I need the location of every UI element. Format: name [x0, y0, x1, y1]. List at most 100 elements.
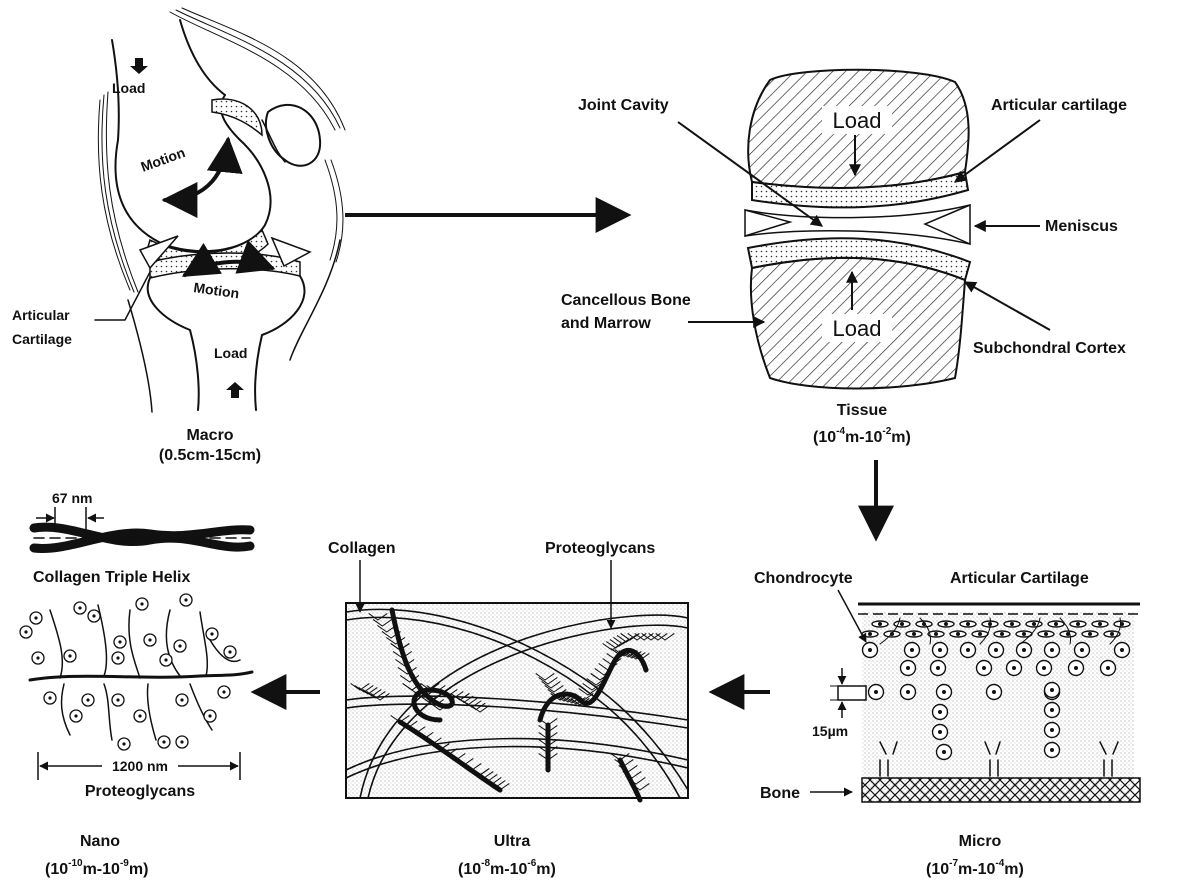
nano-panel: 67 nm Collagen Triple Helix 1200 nm Prot…: [20, 490, 252, 878]
chondrocyte: [1007, 661, 1022, 676]
chondrocyte: [937, 685, 952, 700]
chondrocyte: [933, 725, 948, 740]
chondrocyte: [1017, 643, 1032, 658]
chondrocyte: [1048, 621, 1064, 627]
chondrocyte: [1045, 683, 1060, 698]
tissue-title: Tissue: [837, 402, 888, 419]
micro-title: Micro: [959, 833, 1002, 850]
proteoglycan-monomer: [158, 736, 170, 748]
ultra-collagen-label: Collagen: [328, 540, 396, 557]
proteoglycan-monomer: [204, 710, 216, 722]
proteoglycan-monomer: [112, 694, 124, 706]
meniscus-right: [925, 205, 970, 244]
nano-spacing-label: 67 nm: [52, 490, 92, 506]
chondrocyte: [1092, 621, 1108, 627]
micro-chondrocyte-label: Chondrocyte: [754, 570, 853, 587]
proteoglycan-monomer: [176, 736, 188, 748]
tissue-articular-cartilage-label: Articular cartilage: [991, 97, 1127, 114]
chondrocyte: [994, 631, 1010, 637]
chondrocyte: [989, 643, 1004, 658]
nano-title: Nano: [80, 833, 120, 850]
chondrocyte: [1075, 643, 1090, 658]
chondrocyte: [1037, 661, 1052, 676]
chondrocyte: [862, 631, 878, 637]
proteoglycan-monomer: [114, 636, 126, 648]
proteoglycan-monomer: [82, 694, 94, 706]
macro-cartilage-label: Cartilage: [12, 331, 72, 347]
ultra-proteoglycans-label: Proteoglycans: [545, 540, 655, 557]
chondrocyte: [1045, 643, 1060, 658]
chondrocyte: [906, 631, 922, 637]
proteoglycan-monomer: [30, 612, 42, 624]
chondrocyte: [1101, 661, 1116, 676]
hyaluronan-backbone: [30, 672, 252, 680]
proteoglycan-monomer: [64, 650, 76, 662]
chondrocyte: [1045, 703, 1060, 718]
chondrocyte: [905, 643, 920, 658]
chondrocyte: [931, 661, 946, 676]
tissue-subchondral-label: Subchondral Cortex: [973, 340, 1126, 357]
ultra-range: (10-8m-10-6m): [458, 858, 556, 878]
proteoglycan-monomer: [70, 710, 82, 722]
chondrocyte: [1038, 631, 1054, 637]
chondrocyte: [937, 745, 952, 760]
micro-panel: Chondrocyte Articular Cartilage 15µm Bon…: [754, 570, 1140, 878]
chondrocyte: [872, 621, 888, 627]
collagen-triple-helix-drawing: [34, 527, 250, 548]
tissue-meniscus-label: Meniscus: [1045, 218, 1118, 235]
chondrocyte: [1045, 743, 1060, 758]
proteoglycan-monomer: [118, 738, 130, 750]
chondrocyte: [960, 621, 976, 627]
proteoglycan-monomer: [144, 634, 156, 646]
proteoglycan-monomer: [176, 694, 188, 706]
tissue-cancellous-label-2: and Marrow: [561, 315, 651, 332]
macro-articular-label: Articular: [12, 307, 70, 323]
proteoglycan-monomer: [174, 640, 186, 652]
proteoglycan-monomer: [74, 602, 86, 614]
proteoglycan-monomer: [218, 686, 230, 698]
ultra-panel: Collagen Proteoglycans Ultra (10-8m-10-6…: [328, 540, 688, 878]
tissue-joint-cavity-label: Joint Cavity: [578, 97, 669, 114]
chondrocyte: [901, 685, 916, 700]
chondrocyte: [1082, 631, 1098, 637]
proteoglycan-monomer: [206, 628, 218, 640]
micro-bone-layer: [862, 778, 1140, 802]
chondrocyte: [869, 685, 884, 700]
chondrocyte: [987, 685, 1002, 700]
chondrocyte: [961, 643, 976, 658]
chondrocyte: [1026, 621, 1042, 627]
proteoglycan-monomer: [134, 710, 146, 722]
micro-bone-label: Bone: [760, 785, 800, 802]
proteoglycan-monomer: [180, 594, 192, 606]
chondrocyte: [1045, 723, 1060, 738]
chondrocyte: [972, 631, 988, 637]
macro-load-bottom-label: Load: [214, 345, 247, 361]
chondrocyte: [1115, 643, 1130, 658]
chondrocyte: [1070, 621, 1086, 627]
chondrocyte: [1069, 661, 1084, 676]
chondrocyte: [933, 643, 948, 658]
chondrocyte: [938, 621, 954, 627]
micro-range: (10-7m-10-4m): [926, 858, 1024, 878]
tissue-cancellous-label-1: Cancellous Bone: [561, 292, 691, 309]
macro-load-top-label: Load: [112, 80, 145, 96]
chondrocyte: [933, 705, 948, 720]
proteoglycan-monomer: [112, 652, 124, 664]
chondrocyte: [977, 661, 992, 676]
micro-size-label: 15µm: [812, 723, 848, 739]
proteoglycan-monomer: [224, 646, 236, 658]
proteoglycan-monomer: [44, 692, 56, 704]
micro-articular-cartilage-label: Articular Cartilage: [950, 570, 1089, 587]
proteoglycan-monomer: [136, 598, 148, 610]
macro-title: Macro: [186, 427, 233, 444]
chondrocyte: [894, 621, 910, 627]
macro-motion-upper-label: Motion: [139, 144, 188, 175]
chondrocyte: [1060, 631, 1076, 637]
ultra-title: Ultra: [494, 833, 531, 850]
nano-length-label: 1200 nm: [112, 758, 168, 774]
chondrocyte: [950, 631, 966, 637]
chondrocyte: [1004, 621, 1020, 627]
chondrocyte: [901, 661, 916, 676]
proteoglycan-monomer: [20, 626, 32, 638]
tissue-load-top-label: Load: [833, 108, 882, 133]
